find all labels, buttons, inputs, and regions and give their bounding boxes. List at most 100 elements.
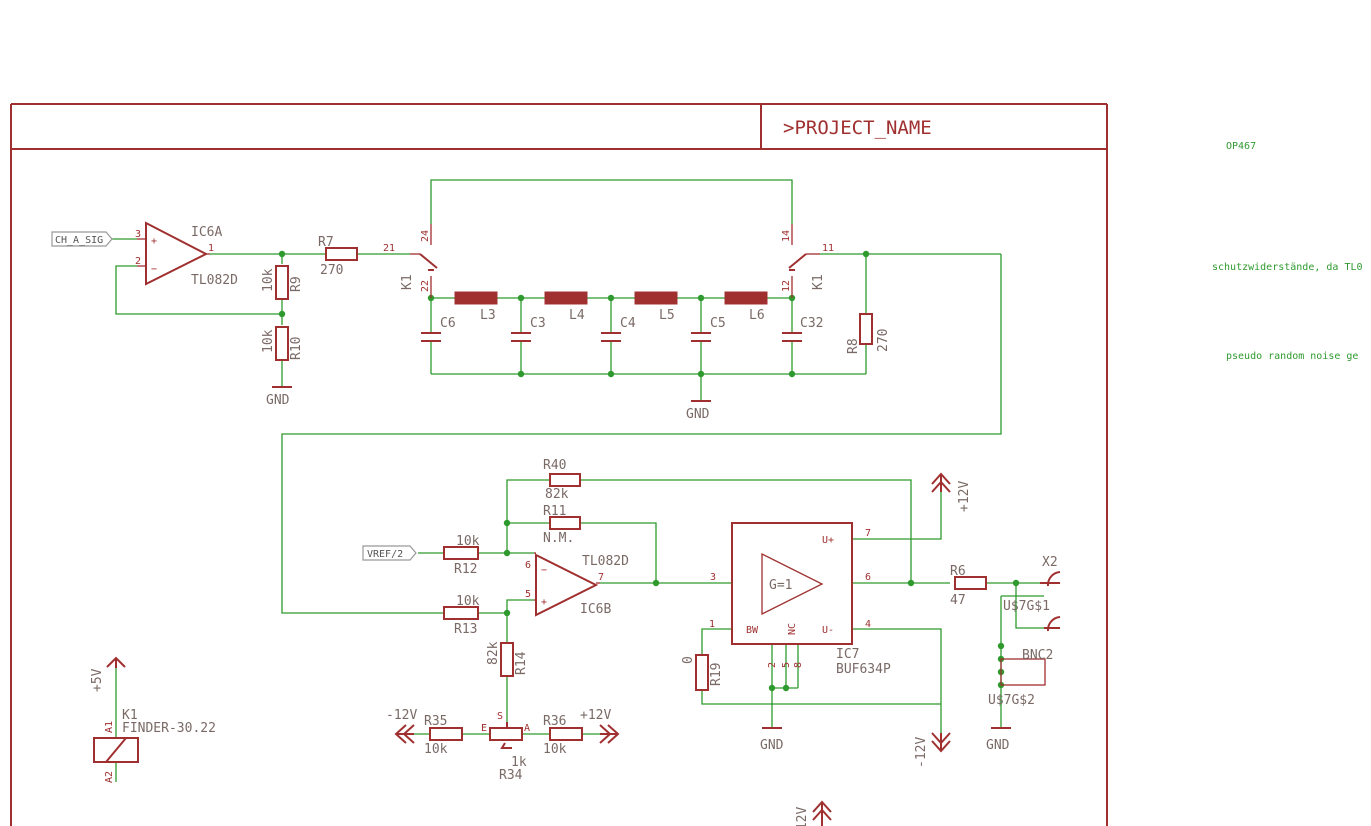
r7-value: 270 [320, 263, 343, 278]
k1-coil-a1: A1 [104, 721, 115, 733]
r19-value: 0 [681, 656, 696, 664]
r12-value: 10k [456, 534, 480, 549]
supply-bottom-label: +12V [795, 807, 810, 826]
k1-pin-11: 11 [822, 243, 834, 254]
ic7-pin-4: 4 [865, 619, 871, 630]
c4-name: C4 [620, 316, 636, 331]
r34-pin-s: S [497, 711, 503, 722]
k1-left-name: K1 [400, 274, 415, 290]
ic6a-name: IC6A [191, 225, 222, 240]
svg-text:+: + [541, 597, 547, 608]
ic6b-value: TL082D [582, 554, 629, 569]
r40-value: 82k [545, 487, 569, 502]
k1-pin-21: 21 [383, 243, 395, 254]
resistor-r14 [500, 642, 514, 677]
r6-name: R6 [950, 564, 966, 579]
ic6b-pin-5: 5 [525, 589, 531, 600]
capacitor-c5 [691, 332, 711, 342]
r7-name: R7 [318, 235, 334, 250]
r35-value: 10k [424, 742, 448, 757]
note-protection-resistors: schutzwiderstände, da TL0 [1212, 262, 1363, 273]
r9-name: R9 [289, 276, 304, 292]
junction-dots [278, 250, 1020, 692]
g1-name: U$7G$1 [1003, 599, 1050, 614]
port-ch-a-sig: CH_A_SIG [51, 231, 113, 247]
relay-k1-contact-right [788, 224, 820, 298]
r40-name: R40 [543, 458, 566, 473]
k1-coil-name: K1 [122, 708, 138, 723]
note-opamp: OP467 [1226, 141, 1256, 152]
l4-name: L4 [569, 308, 585, 323]
capacitor-c32 [782, 332, 802, 342]
r14-value: 82k [486, 641, 501, 665]
r34-pin-a: A [524, 723, 530, 734]
supply-minus12-left [394, 724, 415, 744]
ic6a-pin-3: 3 [135, 229, 141, 240]
supply-minus12-left-label: -12V [386, 708, 417, 723]
ic6b-name: IC6B [580, 602, 611, 617]
g2-name: U$7G$2 [988, 693, 1035, 708]
resistor-r35 [429, 727, 463, 741]
port-ch-a-label: CH_A_SIG [55, 235, 103, 246]
l6-name: L6 [749, 308, 765, 323]
ic7-vminus-label: U- [822, 625, 834, 636]
ic6a-pin-1: 1 [208, 243, 214, 254]
ic7-name: IC7 [836, 647, 859, 662]
r13-value: 10k [456, 594, 480, 609]
inductor-l4 [544, 291, 588, 305]
l3-name: L3 [480, 308, 496, 323]
gnd-label-1: GND [266, 393, 290, 408]
k1-pin-24: 24 [420, 230, 431, 242]
r10-name: R10 [289, 337, 304, 360]
k1-pin-14: 14 [781, 230, 792, 242]
supply-minus12-label: -12V [914, 737, 929, 768]
r36-name: R36 [543, 714, 566, 729]
r6-value: 47 [950, 593, 966, 608]
ic7-pin-1: 1 [709, 619, 715, 630]
r10-value: 10k [261, 329, 276, 353]
ic7-pin-5: 5 [781, 662, 792, 668]
r34-value: 1k [511, 755, 527, 770]
capacitor-c3 [511, 332, 531, 342]
port-vref: VREF/2 [362, 545, 417, 561]
k1-right-name: K1 [811, 274, 826, 290]
c3-name: C3 [530, 316, 546, 331]
resistor-r19 [695, 654, 709, 691]
k1-pin-12: 12 [781, 280, 792, 292]
ic6a-value: TL082D [191, 273, 238, 288]
resistor-r12 [443, 546, 479, 560]
relay-k1-coil [93, 737, 139, 763]
ic7-bw-label: BW [746, 625, 759, 636]
r34-name: R34 [499, 768, 523, 783]
k1-coil-a2: A2 [104, 771, 115, 783]
bnc2-name: BNC2 [1022, 648, 1053, 663]
buffer-ic7: G=1 U+ U- BW NC 3 7 6 1 4 2 5 8 [709, 522, 871, 668]
r8-value: 270 [876, 329, 891, 352]
opamp-ic6b: − + 6 5 7 [525, 552, 604, 617]
resistor-r7 [325, 247, 358, 261]
gnd-label-3: GND [760, 738, 784, 753]
r8-name: R8 [846, 338, 861, 354]
r11-name: R11 [543, 504, 566, 519]
relay-k1-contact-left [410, 224, 438, 298]
svg-text:−: − [151, 264, 157, 275]
r11-value: N.M. [543, 531, 574, 546]
r9-value: 10k [261, 268, 276, 292]
supply-plus5-arrow [106, 656, 126, 668]
r12-name: R12 [454, 562, 477, 577]
supply-plus12-arrow [931, 472, 951, 493]
supply-plus12-right [599, 724, 620, 744]
gnd-label-2: GND [686, 407, 710, 422]
r14-name: R14 [514, 651, 529, 675]
supply-plus5-label: +5V [90, 668, 105, 692]
x2-name: X2 [1042, 555, 1058, 570]
r13-name: R13 [454, 622, 477, 637]
supply-plus12-right-label: +12V [580, 708, 611, 723]
note-noise-generator: pseudo random noise ge [1226, 351, 1358, 362]
potentiometer-r34 [489, 722, 523, 749]
ic6a-pin-2: 2 [135, 256, 141, 267]
ic7-gain: G=1 [769, 578, 792, 593]
r35-name: R35 [424, 714, 447, 729]
capacitor-c4 [601, 332, 621, 342]
ic7-nc-label: NC [787, 623, 798, 635]
